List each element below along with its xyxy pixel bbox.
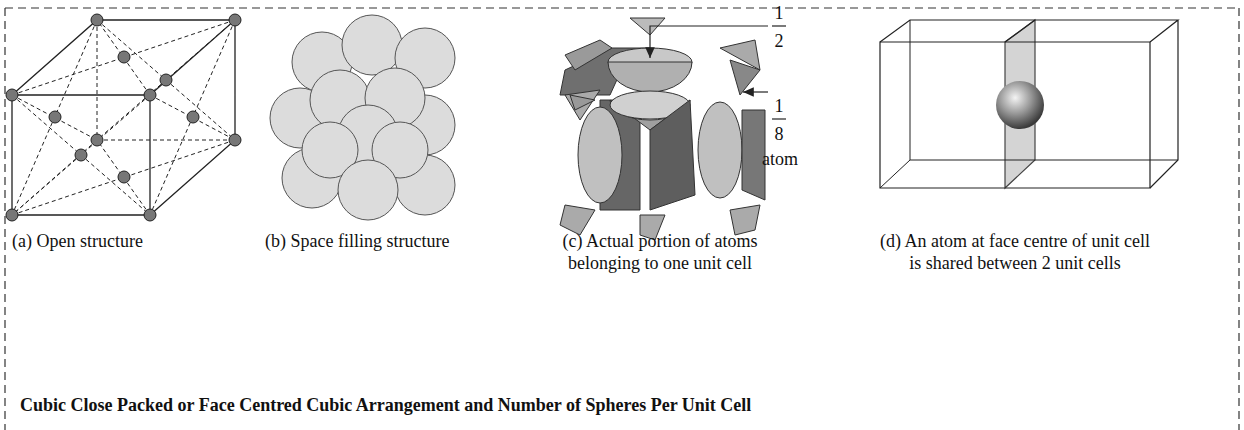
shared-face-cells <box>880 20 1178 188</box>
figure-title: Cubic Close Packed or Face Centred Cubic… <box>20 394 751 416</box>
fraction-denominator: 2 <box>775 30 784 52</box>
space-filling-spheres <box>270 15 455 220</box>
fraction-numerator: 1 <box>775 2 784 24</box>
dashed-frame <box>5 8 1239 430</box>
panel-caption: (a) Open structure <box>12 230 252 252</box>
panel-caption: (d) An atom at face centre of unit cell … <box>880 230 1150 274</box>
unit-cell-portions <box>560 18 786 240</box>
open-fcc-cube <box>6 14 241 221</box>
panel-caption: (b) Space filling structure <box>265 230 515 252</box>
fraction-numerator: 1 <box>775 95 784 117</box>
panel-caption: (c) Actual portion of atoms belonging to… <box>535 230 785 274</box>
atom-label: atom <box>762 148 798 170</box>
fraction-denominator: 8 <box>775 123 784 145</box>
